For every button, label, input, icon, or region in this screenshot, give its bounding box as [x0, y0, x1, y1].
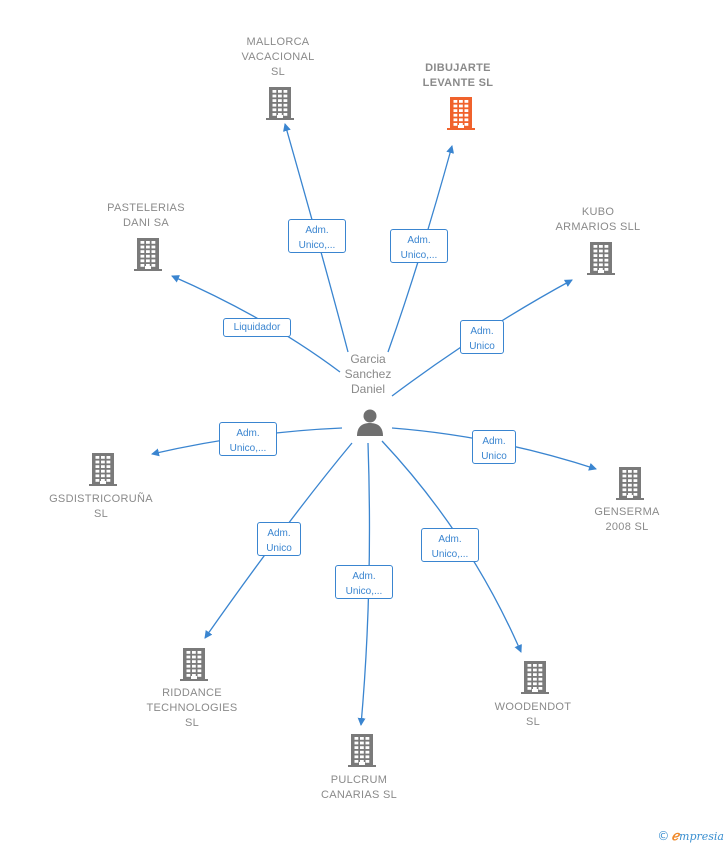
relation-label-gsdistri: Adm. Unico,...: [219, 422, 277, 456]
relation-label-genserma: Adm. Unico: [472, 430, 516, 464]
building-icon[interactable]: [446, 96, 476, 130]
building-icon[interactable]: [347, 733, 377, 767]
building-icon[interactable]: [179, 647, 209, 681]
relation-label-mallorca: Adm. Unico,...: [288, 219, 346, 253]
building-icon[interactable]: [520, 660, 550, 694]
relation-label-dibujarte: Adm. Unico,...: [390, 229, 448, 263]
company-label-pastelerias[interactable]: PASTELERIAS DANI SA: [107, 202, 185, 229]
relation-label-pulcrum: Adm. Unico,...: [335, 565, 393, 599]
person-icon[interactable]: [355, 407, 385, 437]
building-icon[interactable]: [615, 466, 645, 500]
company-label-dibujarte[interactable]: DIBUJARTE LEVANTE SL: [422, 62, 494, 89]
company-label-riddance[interactable]: RIDDANCE TECHNOLOGIES SL: [146, 687, 238, 729]
company-label-mallorca[interactable]: MALLORCA VACACIONAL SL: [241, 36, 315, 78]
building-icon[interactable]: [265, 86, 295, 120]
brand-logo-e: ℯ: [671, 829, 680, 844]
building-icon[interactable]: [586, 241, 616, 275]
company-label-gsdistri[interactable]: GSDISTRICORUÑA SL: [49, 493, 153, 520]
brand-footer: ©ℯmpresia: [657, 829, 724, 844]
company-label-pulcrum[interactable]: PULCRUM CANARIAS SL: [320, 774, 398, 801]
relation-label-pastelerias: Liquidador: [223, 318, 291, 337]
relation-label-kubo: Adm. Unico: [460, 320, 504, 354]
brand-logo-text: mpresia: [679, 830, 724, 843]
company-label-genserma[interactable]: GENSERMA 2008 SL: [594, 506, 660, 533]
center-person-name: Garcia Sanchez Daniel: [344, 352, 392, 396]
building-icon[interactable]: [133, 237, 163, 271]
edge-mallorca: [283, 123, 349, 353]
relation-label-woodendot: Adm. Unico,...: [421, 528, 479, 562]
company-label-kubo[interactable]: KUBO ARMARIOS SLL: [555, 206, 641, 233]
building-icon[interactable]: [88, 452, 118, 486]
company-label-woodendot[interactable]: WOODENDOT SL: [494, 701, 572, 728]
copyright-symbol: ©: [657, 829, 670, 843]
relation-label-riddance: Adm. Unico: [257, 522, 301, 556]
